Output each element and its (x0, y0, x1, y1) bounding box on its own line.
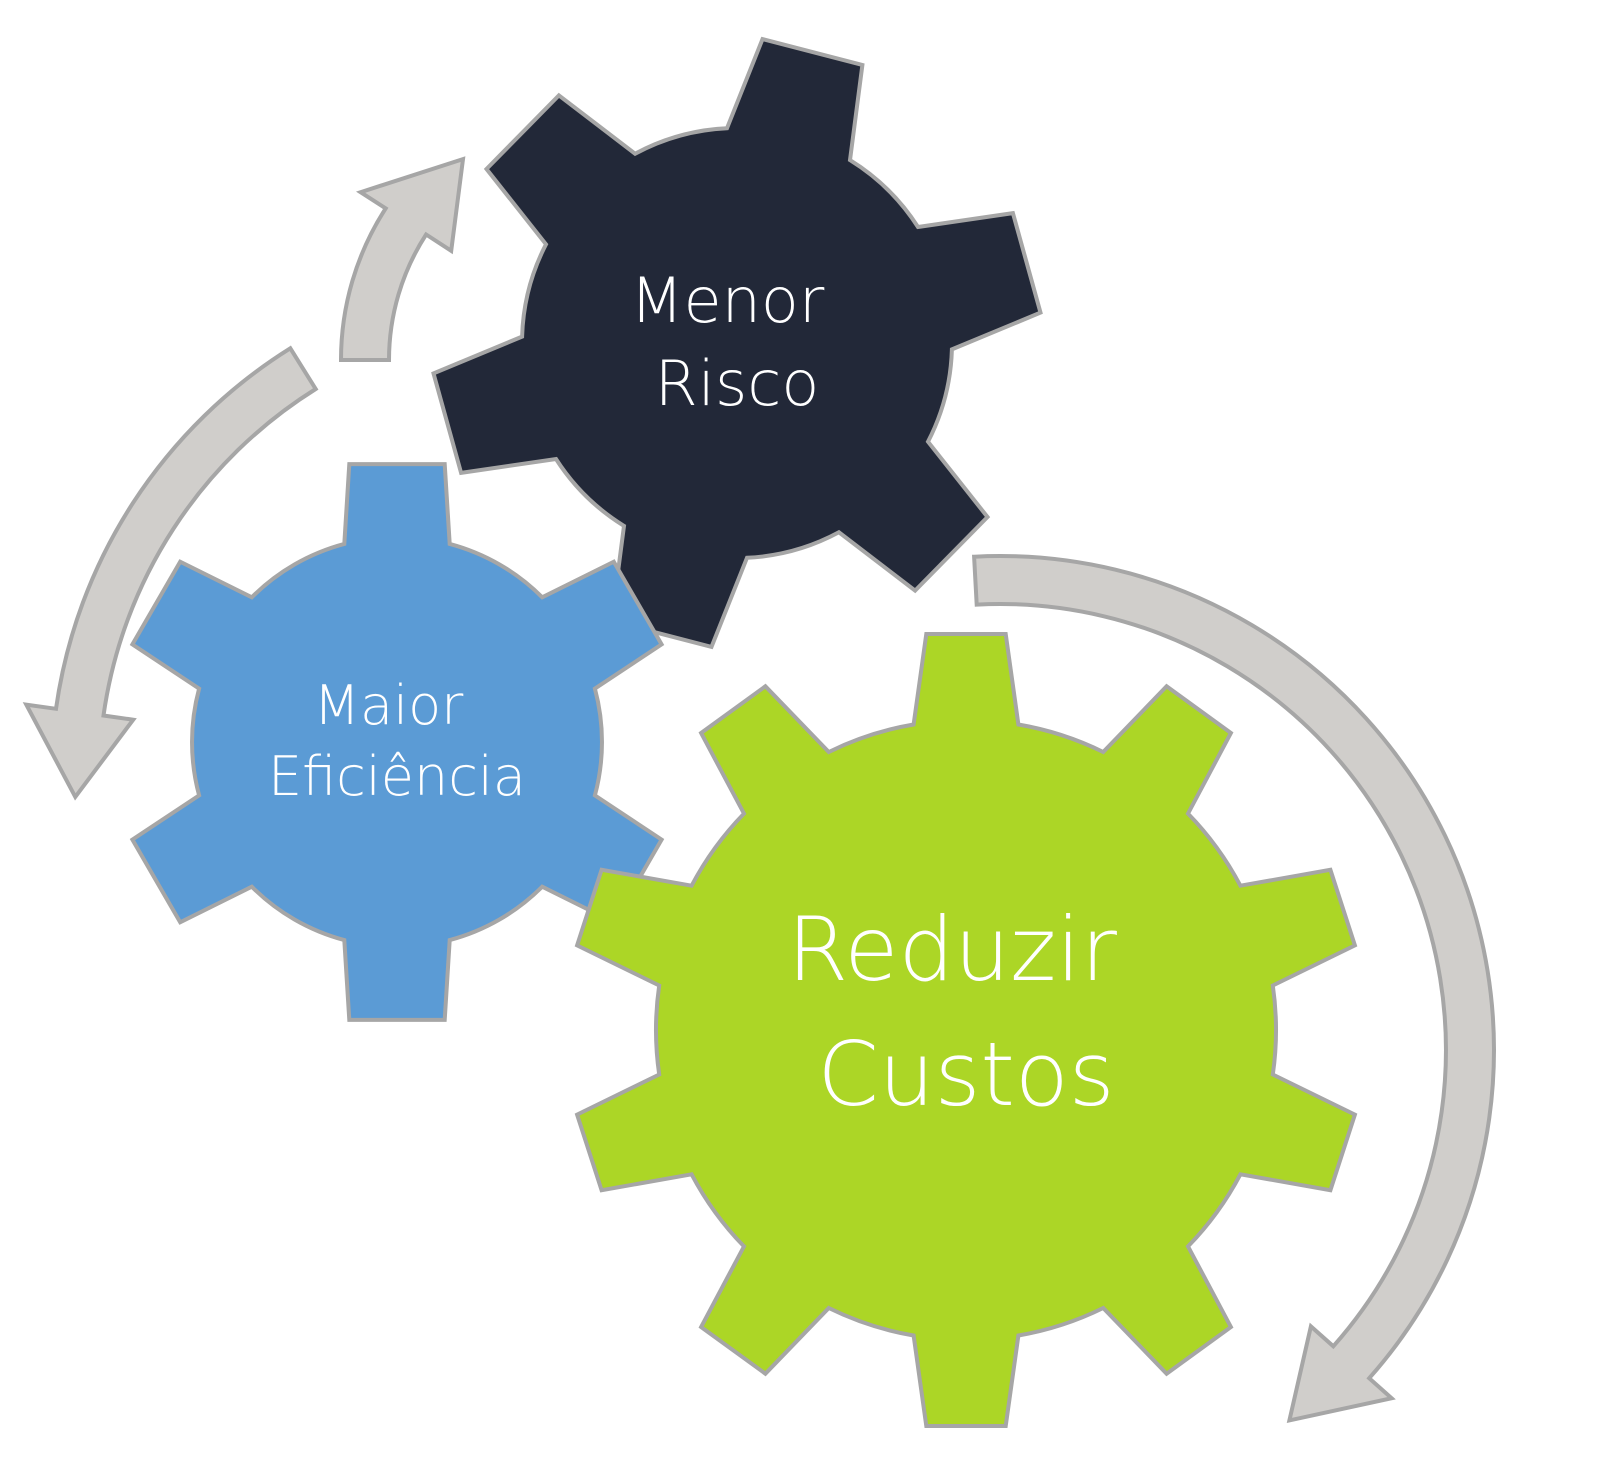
gear-menor-risco: Menor Risco (431, 36, 1043, 650)
gear-reduzir-custos: Reduzir Custos (574, 632, 1358, 1428)
gear-label-line-2: Eficiência (268, 745, 526, 808)
gear-menor-risco-shape (431, 36, 1043, 650)
gear-reduzir-custos-shape (574, 632, 1358, 1428)
gear-maior-eficiencia-label: Maior Eficiência (268, 674, 526, 808)
arrow-to-maior-eficiencia (22, 345, 319, 801)
arrows-layer (22, 156, 1496, 1424)
arrow-to-menor-risco (338, 156, 466, 362)
gear-label-line-1: Reduzir (787, 898, 1118, 1001)
gear-maior-eficiencia: Maior Eficiência (129, 462, 665, 1022)
gear-label-line-2: Risco (655, 347, 820, 420)
gear-label-line-2: Custos (817, 1023, 1114, 1126)
gear-label-line-1: Menor (630, 264, 825, 337)
gear-label-line-1: Maior (313, 674, 464, 737)
gear-reduzir-custos-label: Reduzir Custos (787, 898, 1145, 1126)
gear-maior-eficiencia-shape (129, 462, 665, 1022)
arrow-to-reduzir-custos (971, 554, 1496, 1424)
gear-menor-risco-label: Menor Risco (630, 264, 844, 420)
